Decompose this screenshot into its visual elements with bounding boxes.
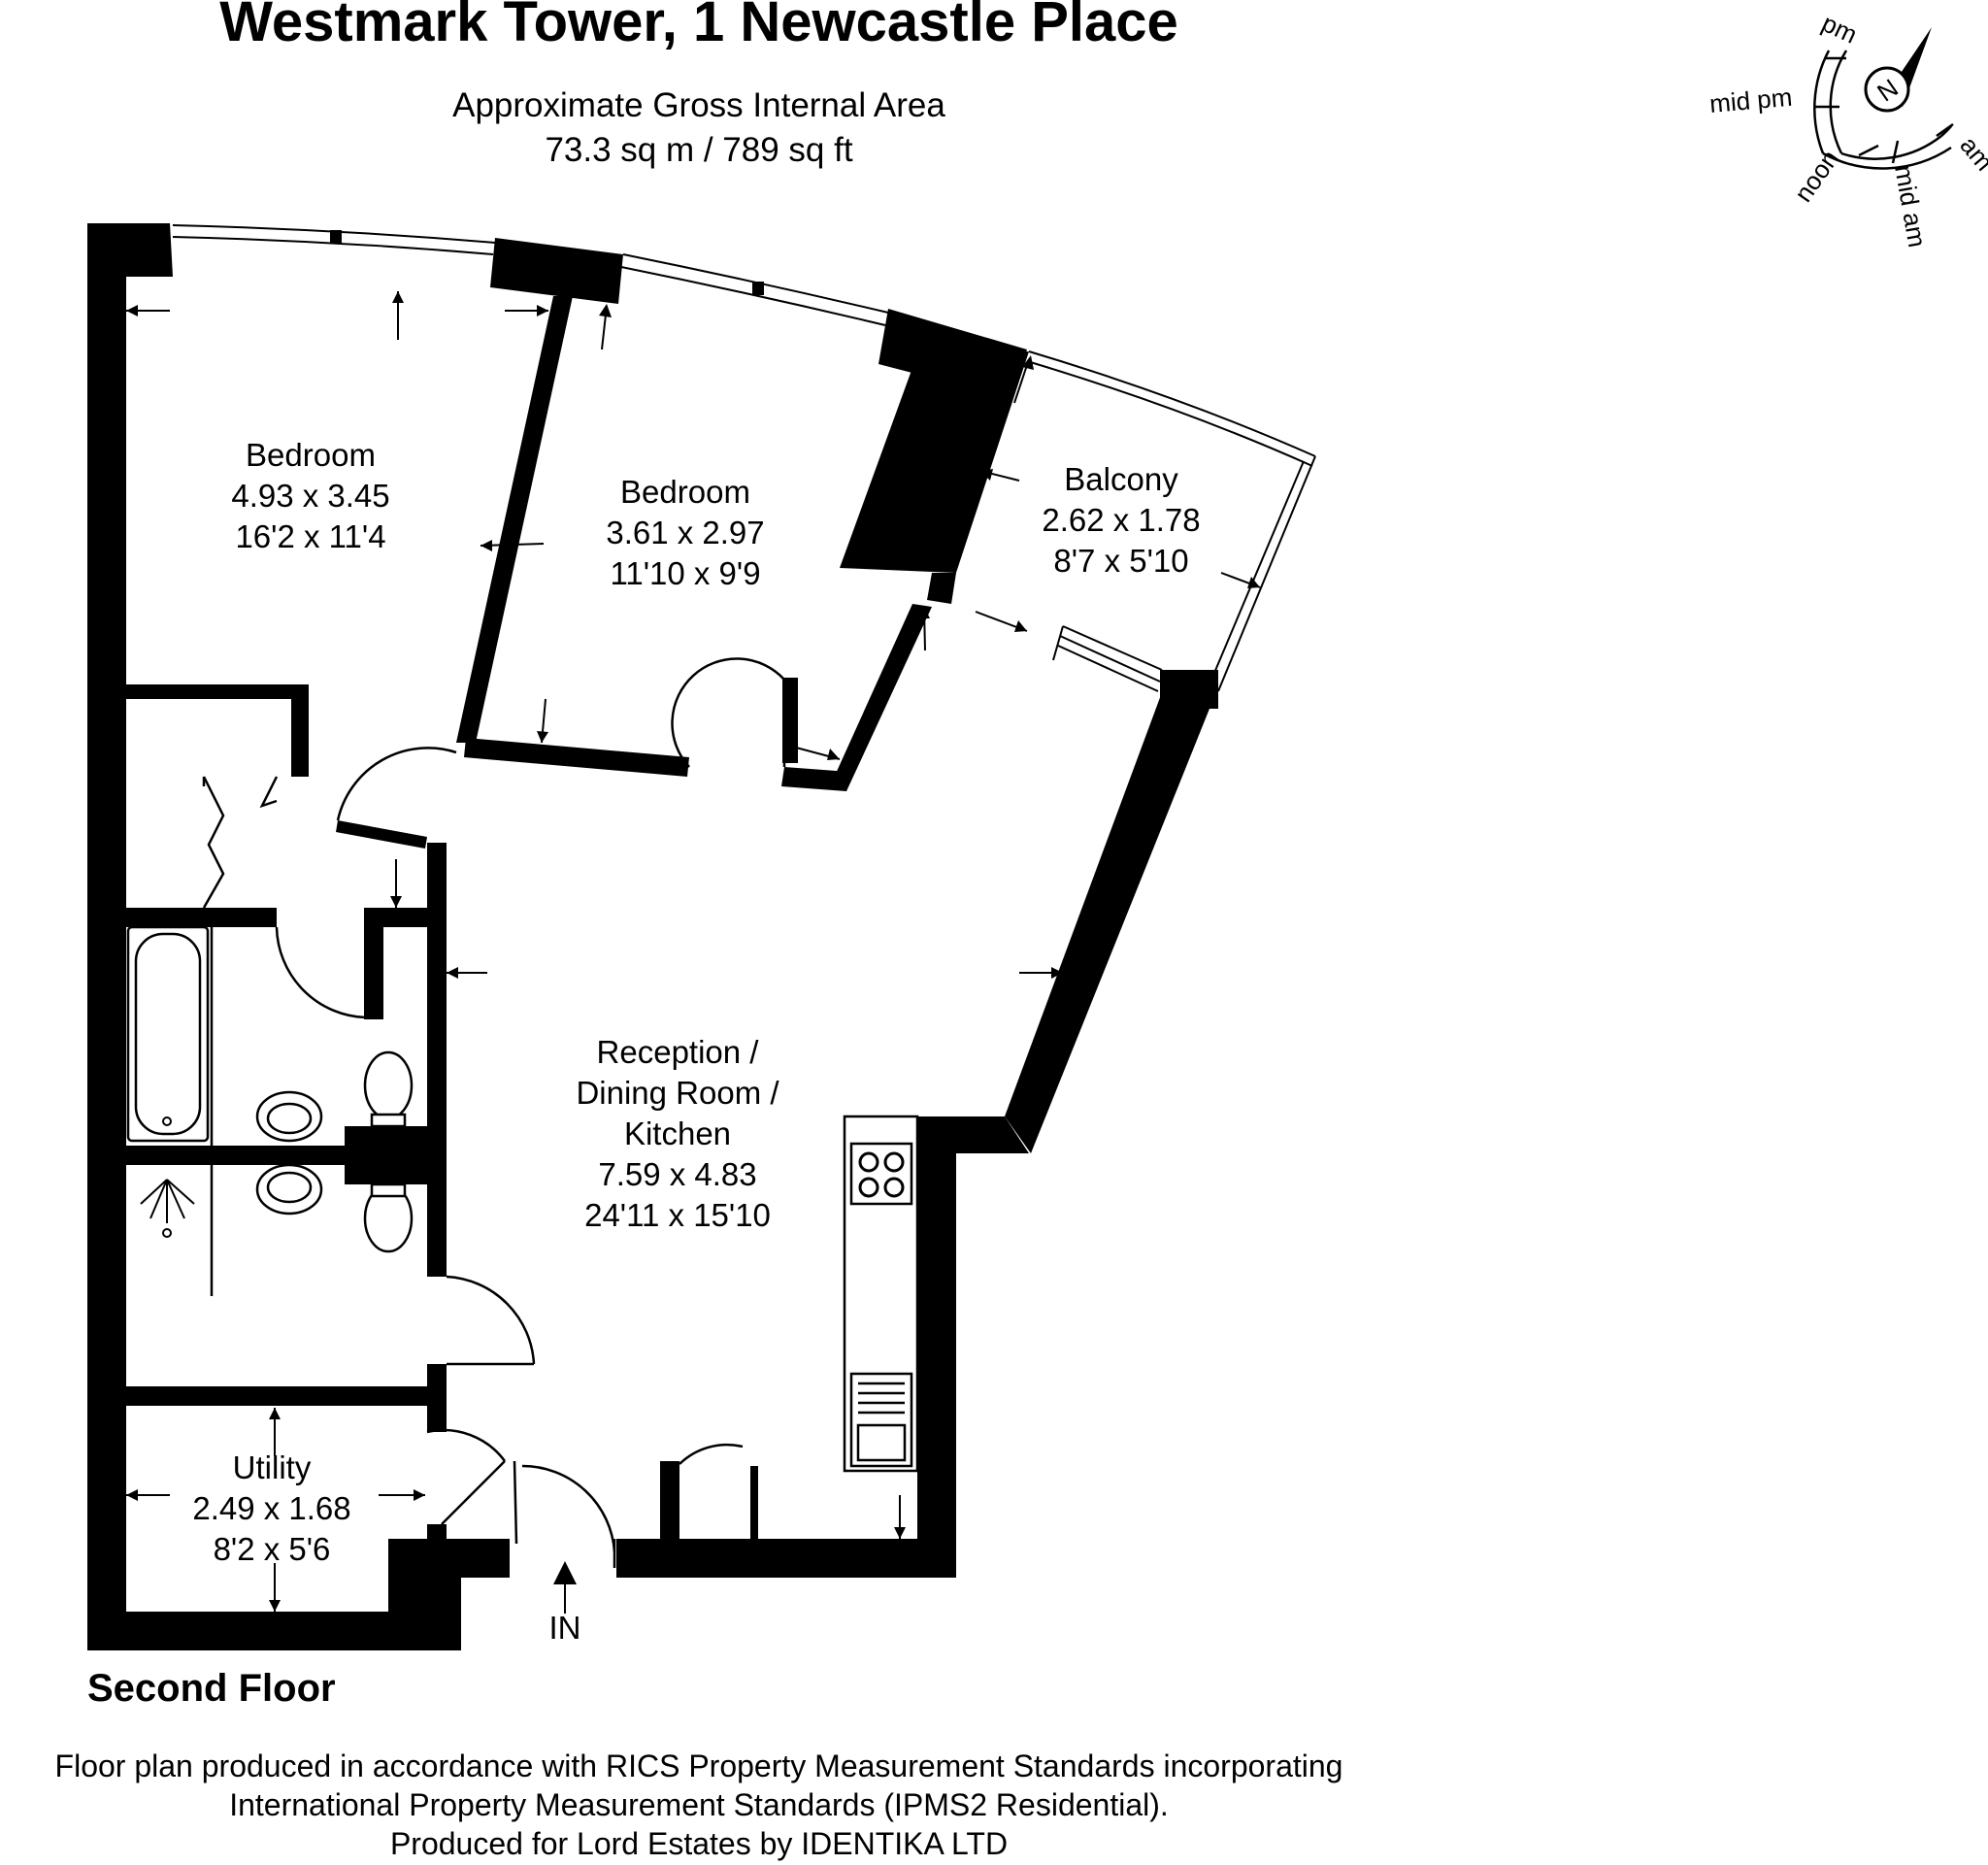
shower-icon	[140, 1179, 195, 1223]
entrance-label: IN	[549, 1610, 581, 1646]
room-name-line1: Reception /	[597, 1034, 760, 1070]
compass-am: am	[1954, 131, 1988, 177]
room-imperial: 8'2 x 5'6	[214, 1531, 331, 1567]
footer-line-1: Floor plan produced in accordance with R…	[55, 1748, 1343, 1783]
hob-icon	[849, 1142, 913, 1206]
area-label: Approximate Gross Internal Area	[452, 86, 945, 124]
compass-mid-pm: mid pm	[1708, 83, 1794, 118]
room-metric: 2.62 x 1.78	[1042, 502, 1200, 538]
fixtures	[126, 925, 919, 1473]
compass-pm: pm	[1817, 8, 1861, 49]
room-imperial: 16'2 x 11'4	[235, 518, 385, 554]
walls	[87, 223, 1218, 1650]
room-metric: 4.93 x 3.45	[231, 478, 389, 514]
room-metric: 2.49 x 1.68	[192, 1490, 350, 1526]
room-imperial: 8'7 x 5'10	[1053, 543, 1188, 579]
footer-line-3: Produced for Lord Estates by IDENTIKA LT…	[390, 1826, 1008, 1861]
room-metric: 7.59 x 4.83	[598, 1156, 756, 1192]
room-name: Bedroom	[246, 437, 376, 473]
doors	[202, 657, 786, 1568]
compass-mid-am: mid am	[1889, 163, 1932, 250]
entrance-arrow-icon	[553, 1561, 577, 1614]
compass-noon: noon	[1788, 145, 1844, 208]
room-metric: 3.61 x 2.97	[606, 515, 764, 550]
room-reception: Reception / Dining Room / Kitchen 7.59 x…	[576, 1034, 779, 1233]
footer-line-2: International Property Measurement Stand…	[229, 1787, 1169, 1822]
floor-label: Second Floor	[87, 1667, 336, 1710]
compass: N pm mid pm noon mid am am	[1708, 8, 1988, 250]
windows	[172, 224, 1316, 692]
room-bedroom-1: Bedroom 4.93 x 3.45 16'2 x 11'4	[231, 437, 389, 554]
room-imperial: 11'10 x 9'9	[610, 555, 760, 591]
room-utility: Utility 2.49 x 1.68 8'2 x 5'6	[192, 1449, 350, 1567]
room-name: Utility	[233, 1449, 312, 1485]
toilet-icon	[363, 1050, 414, 1120]
room-imperial: 24'11 x 15'10	[584, 1197, 771, 1233]
room-name: Bedroom	[620, 474, 750, 510]
room-name-line2: Dining Room /	[576, 1075, 779, 1111]
area-value: 73.3 sq m / 789 sq ft	[545, 131, 852, 169]
room-balcony: Balcony 2.62 x 1.78 8'7 x 5'10	[1042, 461, 1200, 579]
room-bedroom-2: Bedroom 3.61 x 2.97 11'10 x 9'9	[606, 474, 764, 591]
dimension-arrows	[126, 291, 1261, 1612]
room-name: Balcony	[1064, 461, 1178, 497]
plan-title: Westmark Tower, 1 Newcastle Place	[219, 0, 1178, 53]
room-name-line3: Kitchen	[624, 1116, 731, 1151]
